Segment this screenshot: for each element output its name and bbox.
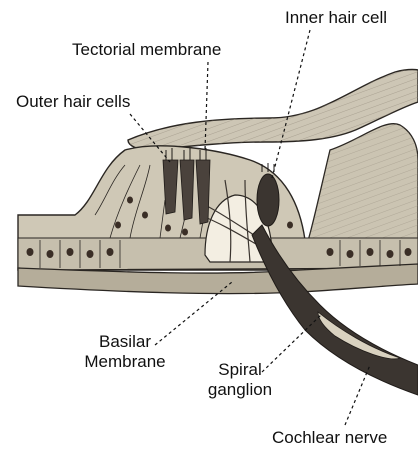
label-outer-hair-cells: Outer hair cells [16, 92, 130, 112]
inner-hair-cell-shape [257, 174, 279, 226]
label-spiral-line1: Spiral [205, 360, 275, 380]
label-basilar-line2: Membrane [80, 352, 170, 372]
label-spiral-line2: ganglion [205, 380, 275, 400]
pointer-cochlear-nerve [345, 365, 370, 425]
label-spiral-ganglion: Spiral ganglion [205, 360, 275, 400]
pointer-inner-hair-cell [272, 30, 310, 178]
label-inner-hair-cell: Inner hair cell [285, 8, 387, 28]
label-basilar-line1: Basilar [80, 332, 170, 352]
label-basilar-membrane: Basilar Membrane [80, 332, 170, 372]
label-tectorial-membrane: Tectorial membrane [72, 40, 221, 60]
label-cochlear-nerve: Cochlear nerve [272, 428, 387, 448]
